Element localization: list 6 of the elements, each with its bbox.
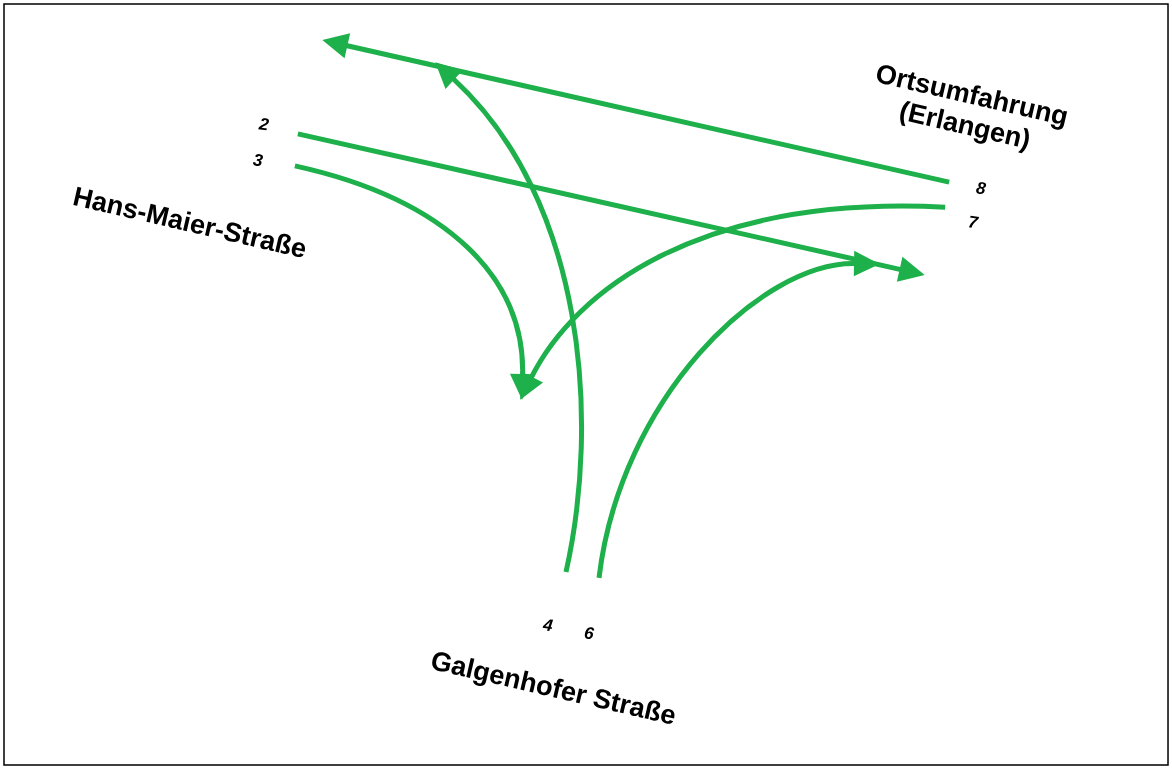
lane-number: 7 xyxy=(968,215,980,228)
lane-number: 8 xyxy=(976,182,987,194)
lane-number: 6 xyxy=(584,627,595,639)
lane-number: 4 xyxy=(542,619,554,632)
lane-number: 2 xyxy=(258,118,269,131)
lane-number: 3 xyxy=(253,154,263,166)
